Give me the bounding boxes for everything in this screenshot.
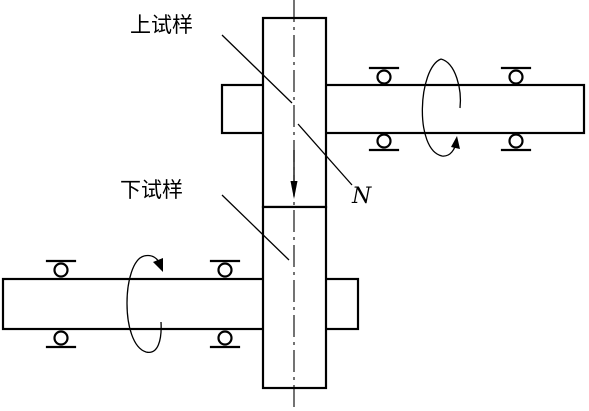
normal-force-label: N [351,184,372,209]
lower-specimen-label: 下试样 [120,178,183,202]
rotation-arrow-icon [421,58,462,157]
bearing-icon [209,330,241,349]
bearing-icon [368,133,400,152]
bearing-icon [45,259,77,278]
bearing-icon [500,66,532,85]
bearing-icon [500,133,532,152]
bearing-icon [45,330,77,349]
normal-force-leader [297,123,353,186]
bearing-icon [209,259,241,278]
rotation-arrow-icon [126,254,163,353]
force-arrow-icon [290,150,298,199]
upper-specimen-leader [221,34,293,104]
bearing-icon [368,66,400,85]
lower-specimen-leader [221,194,290,261]
upper-specimen-label: 上试样 [130,13,193,37]
